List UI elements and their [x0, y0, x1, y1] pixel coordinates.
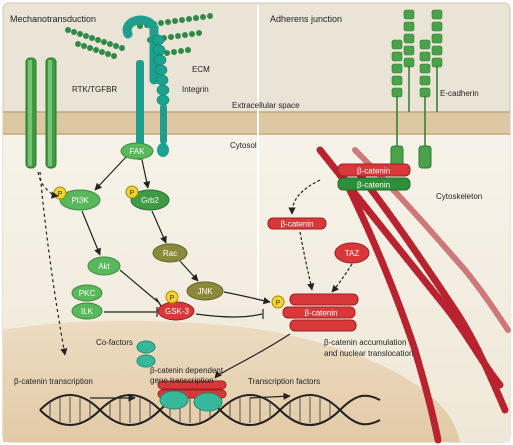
left-panel-title: Mechanotransduction: [10, 14, 96, 24]
phospho-gsk3: P: [170, 295, 175, 302]
cytosol-label: Cytosol: [230, 141, 257, 150]
akt-label: Akt: [98, 262, 110, 271]
jnk-label: JNK: [197, 287, 213, 296]
bcat-free: β-catenin: [267, 217, 327, 230]
node-taz: TAZ: [334, 242, 370, 264]
integrin-label: Integrin: [182, 85, 209, 94]
node-jnk: JNK: [186, 281, 224, 301]
plasma-membrane: [3, 112, 510, 134]
ecadherin-label: E-cadherin: [440, 89, 479, 98]
tfs-label: Transcription factors: [248, 377, 320, 386]
bcat-dependent-label-2: gene transcription: [150, 376, 214, 385]
ecm-label: ECM: [192, 65, 210, 74]
extracellular-label: Extracellular space: [232, 101, 300, 110]
node-pi3k: PI3K P: [53, 186, 101, 211]
grb2-label: Grb2: [141, 196, 159, 205]
gsk3-label: GSK-3: [165, 307, 190, 316]
cofactors-label: Co-factors: [96, 338, 133, 347]
phospho-pi3k: P: [58, 191, 63, 198]
pi3k-label: PI3K: [71, 196, 89, 205]
node-grb2: Grb2 P: [125, 185, 170, 211]
fak-label: FAK: [129, 147, 145, 156]
ilk-label: ILK: [81, 307, 94, 316]
nucleus: [3, 320, 460, 442]
bcat-junction-complex: β-catenin β-catenin: [337, 163, 411, 191]
arrows: [37, 156, 353, 402]
node-gsk3: GSK-3 P: [157, 290, 195, 321]
bcat-junction-label: β-catenin: [357, 167, 390, 176]
node-rac: Rac: [152, 243, 188, 263]
bcat-junction-label-2: β-catenin: [357, 181, 390, 190]
bcat-accum-label: β-catenin: [304, 309, 337, 318]
phospho-bcat: P: [276, 300, 281, 307]
integrin: [122, 15, 170, 160]
node-ilk: ILK: [71, 302, 103, 320]
accum-label-2: and nuclear translocation: [324, 349, 413, 358]
cytoskeleton-label: Cytoskeleton: [436, 192, 482, 201]
rtk-receptor: [25, 57, 57, 169]
transcription-complex: [157, 380, 227, 412]
right-panel-title: Adherens junction: [270, 14, 342, 24]
dna-helix: [39, 394, 381, 426]
bcat-accumulated: β-catenin P: [271, 293, 359, 332]
taz-label: TAZ: [345, 249, 360, 258]
node-fak: FAK: [120, 142, 154, 160]
node-akt: Akt: [87, 256, 121, 276]
bcat-dependent-label-1: β-catenin dependent: [150, 366, 224, 375]
accum-label-1: β-catenin accumulation: [324, 338, 406, 347]
bcat-free-label: β-catenin: [280, 220, 313, 229]
pkc-label: PKC: [79, 289, 96, 298]
node-pkc: PKC: [71, 284, 103, 302]
e-cadherin: [390, 9, 443, 169]
rac-label: Rac: [163, 249, 177, 258]
bcat-transcription-label: β-catenin transcription: [14, 377, 93, 386]
rtk-label: RTK/TGFBR: [72, 85, 117, 94]
phospho-grb2: P: [130, 190, 135, 197]
cofactors: [136, 340, 156, 368]
